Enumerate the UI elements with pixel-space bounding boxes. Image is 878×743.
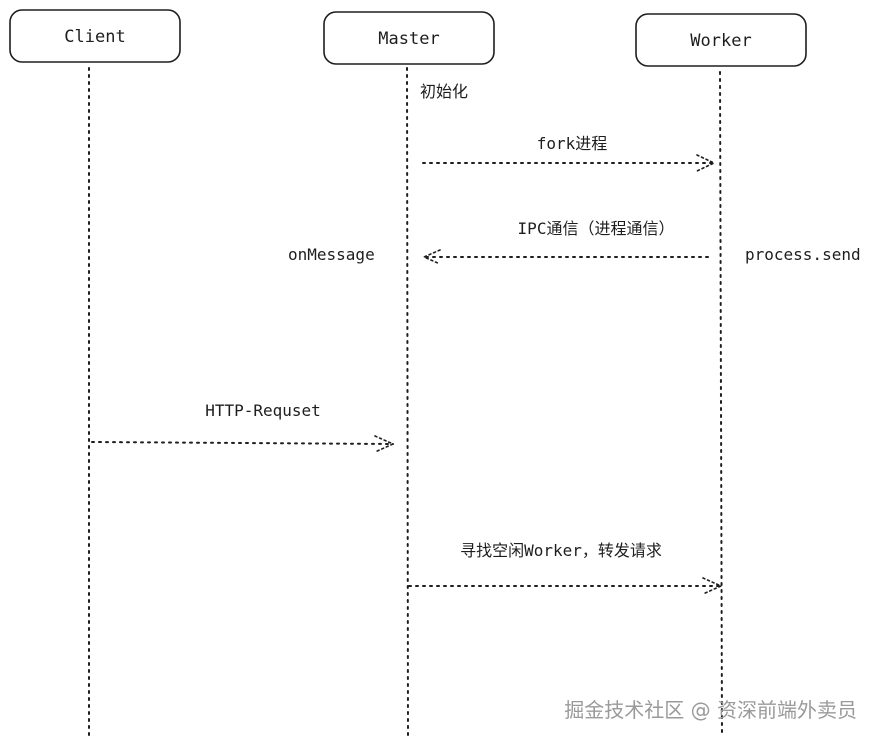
master-actor: Master [323, 11, 495, 65]
http-arrow-head [374, 435, 395, 453]
client-actor-label: Client [64, 27, 125, 47]
forward-message-label: 寻找空闲Worker，转发请求 [460, 541, 662, 560]
process-send-note: process.send [745, 245, 861, 264]
fork-arrow-head [696, 154, 716, 172]
ipc-arrow-head [422, 249, 441, 265]
fork-message-label: fork进程 [537, 134, 608, 153]
init-note: 初始化 [420, 82, 468, 101]
master-lifeline [406, 67, 409, 736]
on-message-note: onMessage [288, 245, 375, 264]
watermark-text: 掘金技术社区 @ 资深前端外卖员 [564, 698, 857, 722]
client-actor-box [9, 9, 181, 63]
ipc-message-label: IPC通信（进程通信） [518, 219, 675, 238]
master-actor-box [323, 11, 495, 65]
client-actor: Client [9, 9, 181, 63]
worker-actor-box [635, 13, 807, 67]
http-request-label: HTTP-Requset [205, 401, 321, 420]
worker-actor-label: Worker [690, 31, 751, 51]
http-request-arrow [91, 441, 394, 445]
worker-actor: Worker [635, 13, 807, 67]
master-actor-label: Master [378, 29, 439, 49]
worker-lifeline [719, 71, 723, 736]
forward-arrow-head [702, 577, 723, 595]
